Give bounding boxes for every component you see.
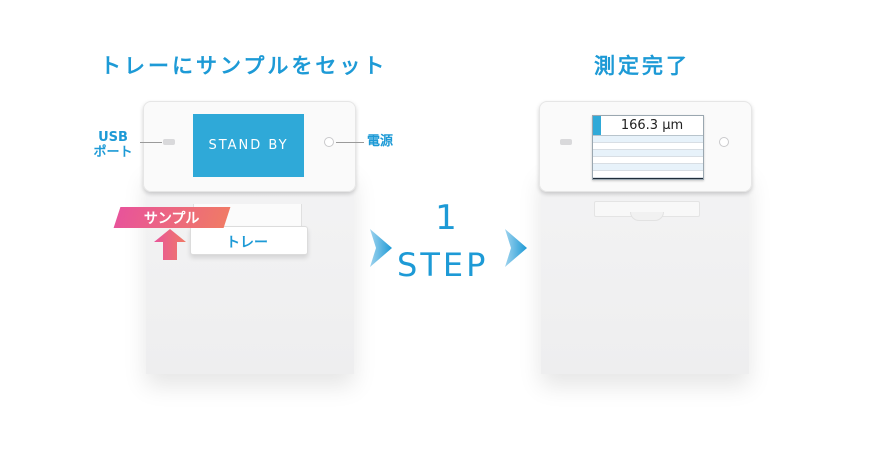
result-screen-header: 166.3 μm xyxy=(593,116,703,136)
power-button xyxy=(324,137,334,147)
usb-port-label: USB ポート xyxy=(88,130,138,160)
step-arrow-right-icon xyxy=(505,229,527,267)
result-row xyxy=(593,164,703,171)
usb-port xyxy=(163,139,175,145)
right-power-button xyxy=(719,137,729,147)
right-tray-notch xyxy=(630,212,664,221)
power-leader-line xyxy=(336,142,364,143)
standby-screen: STAND BY xyxy=(193,114,304,177)
result-row xyxy=(593,157,703,164)
standby-text: STAND BY xyxy=(208,138,289,153)
left-device-body xyxy=(146,168,354,374)
right-device-body xyxy=(541,168,749,374)
right-usb-port xyxy=(560,139,572,145)
power-label: 電源 xyxy=(367,134,394,149)
usb-label-line1: USB xyxy=(98,130,128,145)
sample-label-box: サンプル xyxy=(113,207,231,228)
result-screen-side-tab xyxy=(593,116,601,135)
tray-label: トレー xyxy=(226,235,268,251)
result-row xyxy=(593,171,703,178)
tray: トレー xyxy=(190,226,308,255)
left-heading: トレーにサンプルをセット xyxy=(100,54,388,78)
result-screen-footer xyxy=(593,178,703,179)
step-number: 1 xyxy=(435,198,457,238)
usb-label-line2: ポート xyxy=(93,145,133,160)
step-text: STEP xyxy=(397,246,489,284)
result-row xyxy=(593,136,703,143)
result-row xyxy=(593,143,703,150)
usb-leader-line xyxy=(140,142,162,143)
result-row xyxy=(593,150,703,157)
arrow-up-icon xyxy=(154,229,186,260)
measurement-value: 166.3 μm xyxy=(620,118,684,133)
sample-label: サンプル xyxy=(144,210,200,227)
result-screen: 166.3 μm xyxy=(592,115,704,180)
right-heading: 測定完了 xyxy=(594,54,690,78)
step-arrow-left-icon xyxy=(370,229,392,267)
